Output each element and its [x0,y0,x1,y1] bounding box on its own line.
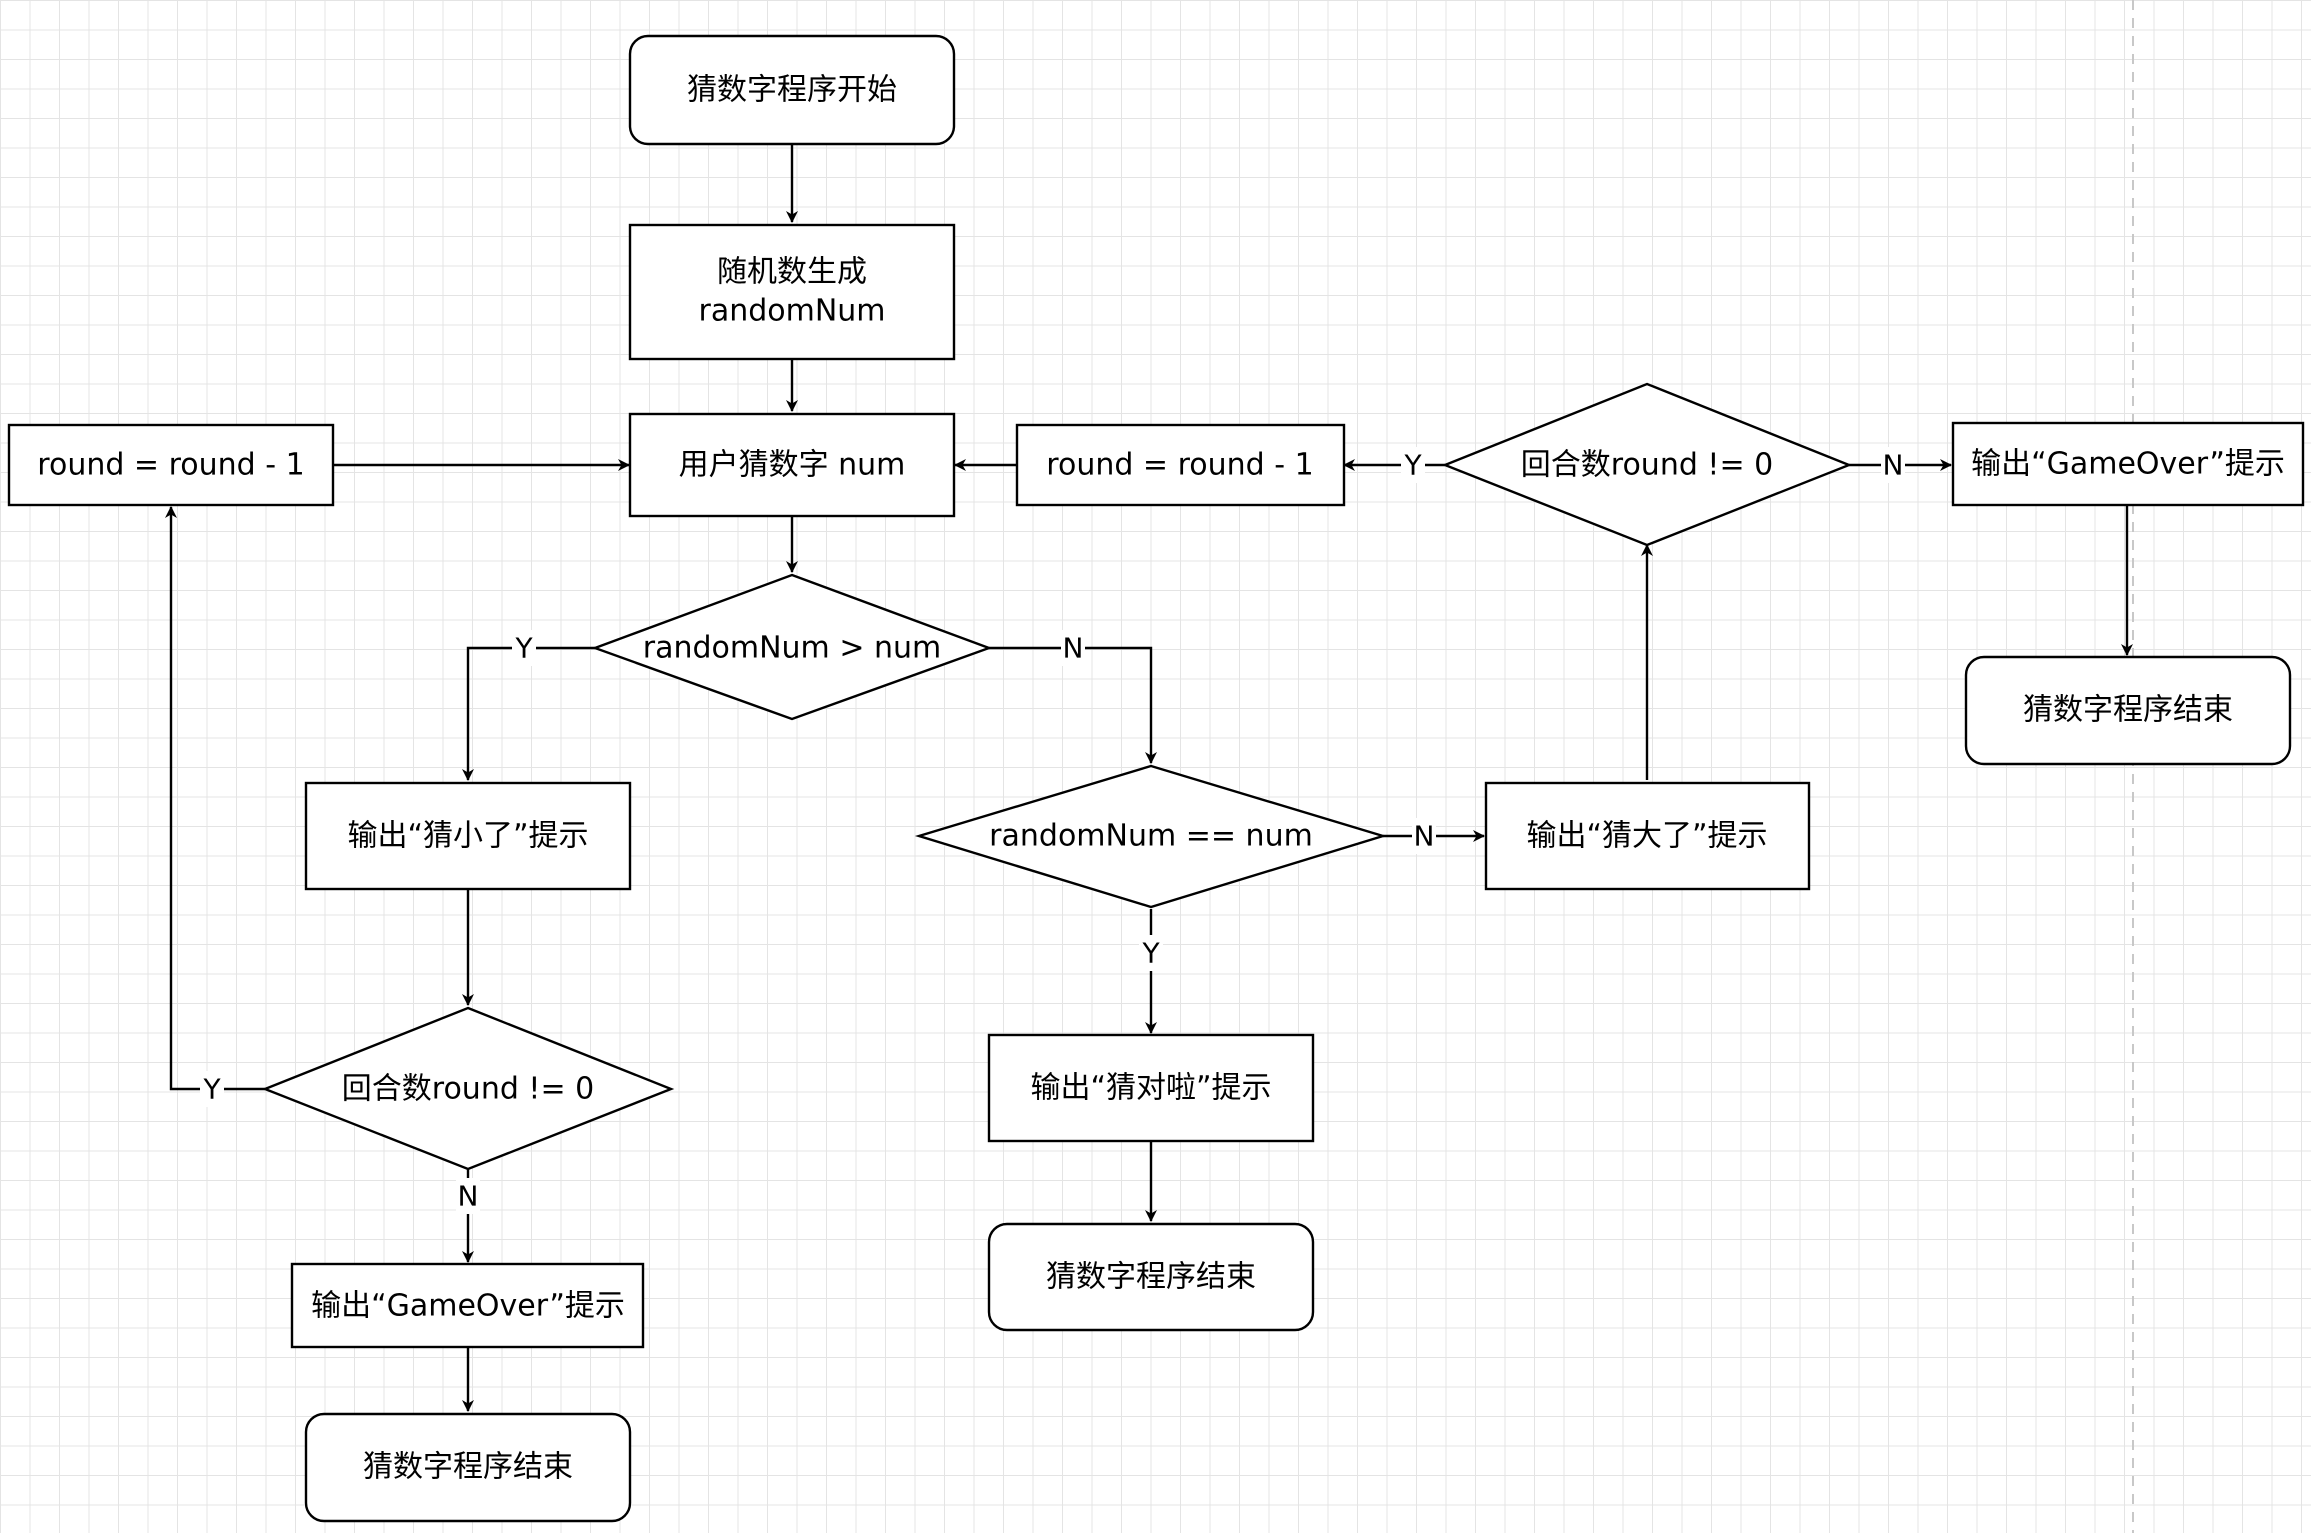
random-gen-node[interactable]: 随机数生成 randomNum [628,223,956,361]
left-round-dec-node[interactable]: round = round - 1 [7,423,335,507]
end-right-node[interactable]: 猜数字程序结束 [1964,655,2292,766]
label-greater-yes: Y [514,632,533,665]
equal-decision-label: randomNum == num [989,819,1313,854]
edge-greater-no[interactable] [989,646,1157,764]
left-round-dec-label: round = round - 1 [37,448,304,483]
output-small-node[interactable]: 输出“猜小了”提示 [304,781,632,891]
left-round-decision-node[interactable]: 回合数round != 0 [261,1006,675,1171]
right-gameover-label: 输出“GameOver”提示 [1971,447,2285,482]
start-node-label: 猜数字程序开始 [687,73,897,108]
start-node[interactable]: 猜数字程序开始 [628,34,956,146]
left-round-decision-label: 回合数round != 0 [342,1072,594,1107]
right-gameover-node[interactable]: 输出“GameOver”提示 [1951,421,2305,507]
greater-decision-label: randomNum > num [643,631,942,666]
label-right-round-no: N [1883,449,1904,482]
left-gameover-node[interactable]: 输出“GameOver”提示 [290,1262,645,1349]
user-guess-label: 用户猜数字 num [679,448,906,483]
edge-labels: Y N N Y Y N Y N [200,447,1905,1214]
left-gameover-label: 输出“GameOver”提示 [311,1289,625,1324]
label-equal-yes: Y [1141,937,1160,970]
label-greater-no: N [1063,632,1084,665]
equal-decision-node[interactable]: randomNum == num [914,764,1388,909]
edge-greater-yes[interactable] [462,646,595,781]
right-round-decision-label: 回合数round != 0 [1521,448,1773,483]
edge-left-round-yes[interactable] [165,506,265,1091]
edges [165,144,2133,1412]
label-left-round-no: N [458,1180,479,1213]
end-left-label: 猜数字程序结束 [363,1450,573,1485]
random-gen-label-line1: 随机数生成 [717,255,867,290]
output-correct-label: 输出“猜对啦”提示 [1030,1071,1271,1106]
output-small-label: 输出“猜小了”提示 [347,819,588,854]
end-right-label: 猜数字程序结束 [2023,693,2233,728]
label-equal-no: N [1414,820,1435,853]
label-right-round-yes: Y [1403,449,1422,482]
right-round-dec-label: round = round - 1 [1046,448,1313,483]
user-guess-node[interactable]: 用户猜数字 num [628,412,956,518]
right-round-dec-node[interactable]: round = round - 1 [1015,423,1346,507]
random-gen-label-line2: randomNum [698,294,885,329]
output-big-label: 输出“猜大了”提示 [1526,819,1767,854]
output-correct-node[interactable]: 输出“猜对啦”提示 [987,1033,1315,1143]
output-big-node[interactable]: 输出“猜大了”提示 [1484,781,1811,891]
right-round-decision-node[interactable]: 回合数round != 0 [1441,382,1853,547]
greater-decision-node[interactable]: randomNum > num [591,573,993,721]
end-middle-label: 猜数字程序结束 [1046,1260,1256,1295]
end-middle-node[interactable]: 猜数字程序结束 [987,1222,1315,1332]
label-left-round-yes: Y [202,1073,221,1106]
end-left-node[interactable]: 猜数字程序结束 [304,1412,632,1523]
